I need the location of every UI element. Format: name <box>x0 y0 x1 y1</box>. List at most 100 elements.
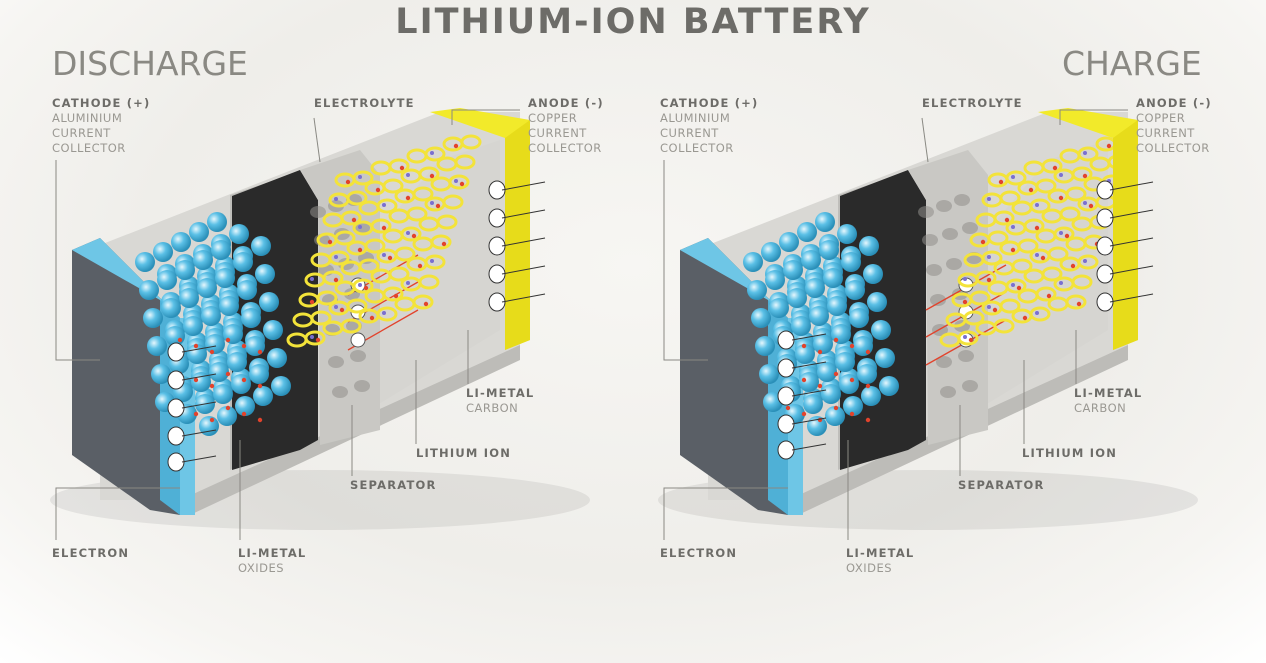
oxide-ion-dot <box>817 383 823 389</box>
lattice-dot <box>382 203 386 207</box>
label-separator-discharge: SEPARATOR <box>350 478 437 492</box>
metal-oxide-sphere <box>827 296 847 316</box>
lattice-ion-dot <box>1064 233 1070 239</box>
carbon-lattice-ring <box>376 198 398 214</box>
electrolyte-pore <box>328 356 344 368</box>
oxide-ion-dot <box>833 371 839 377</box>
label-electron-discharge: ELECTRON <box>52 546 130 560</box>
carbon-lattice-ring <box>316 290 338 306</box>
electron-lead <box>1109 181 1154 191</box>
cell-side-face <box>680 238 788 515</box>
oxide-ion-dot <box>865 383 871 389</box>
carbon-lattice-ring <box>975 270 997 286</box>
phase-title-discharge: DISCHARGE <box>52 44 248 83</box>
oxide-ion-dot <box>177 337 183 343</box>
oxide-ion-dot <box>193 343 199 349</box>
lattice-dot <box>382 253 386 257</box>
electrolyte-pore <box>946 258 962 270</box>
metal-oxide-sphere <box>875 348 895 368</box>
lattice-ion-dot <box>1016 285 1022 291</box>
carbon-lattice-ring <box>1029 306 1051 322</box>
leader-electrolyte <box>313 117 321 163</box>
lattice-dot <box>1035 203 1039 207</box>
lattice-ion-dot <box>387 255 393 261</box>
lattice-ion-dot <box>1082 173 1088 179</box>
carbon-lattice-ring <box>1059 206 1081 222</box>
lattice-ion-dot <box>399 165 405 171</box>
electrolyte-pore <box>962 222 978 234</box>
carbon-lattice-ring <box>424 254 446 270</box>
metal-oxide-sphere <box>835 352 855 372</box>
metal-oxide-sphere <box>791 316 811 336</box>
label-electron-charge: ELECTRON <box>660 546 738 560</box>
lattice-dot <box>430 151 434 155</box>
lattice-ion-dot <box>1040 255 1046 261</box>
electron-lead <box>791 389 827 397</box>
metal-oxide-sphere <box>259 292 279 312</box>
lattice-ion-dot <box>345 179 351 185</box>
electrolyte-pore <box>310 206 326 218</box>
electrolyte-pore <box>958 350 974 362</box>
metal-oxide-sphere <box>267 348 287 368</box>
carbon-lattice-ring <box>382 178 404 194</box>
anode-collector-side <box>1113 120 1138 350</box>
carbon-lattice-ring <box>412 294 434 310</box>
electron-marker <box>488 208 506 228</box>
metal-oxide-sphere <box>853 336 873 356</box>
metal-oxide-sphere <box>241 308 261 328</box>
electron-marker <box>167 342 185 362</box>
electrolyte-pore <box>354 380 370 392</box>
lattice-ion-dot <box>369 315 375 321</box>
electron-lead <box>501 293 546 303</box>
oxide-ion-dot <box>241 411 247 417</box>
carbon-lattice-ring <box>993 210 1015 226</box>
battery-cell-charge <box>658 108 1198 540</box>
lattice-ion-dot <box>1004 217 1010 223</box>
carbon-lattice-ring <box>1035 178 1057 194</box>
electron-lead <box>181 401 217 409</box>
lattice-ion-dot <box>1010 247 1016 253</box>
carbon-lattice-ring <box>1029 198 1051 214</box>
lattice-dot <box>358 225 362 229</box>
carbon-lattice-ring <box>352 170 374 186</box>
carbon-lattice-ring <box>1011 258 1033 274</box>
carbon-lattice-ring <box>412 186 434 202</box>
metal-oxide-sphere <box>211 240 231 260</box>
carbon-lattice-ring <box>1005 170 1027 186</box>
carbon-lattice-ring <box>448 174 470 190</box>
metal-oxide-sphere <box>217 406 237 426</box>
electrolyte-pore <box>940 386 956 398</box>
electron-lead <box>181 455 217 463</box>
lattice-ion-dot <box>998 179 1004 185</box>
carbon-lattice-ring <box>352 278 374 294</box>
metal-oxide-sphere <box>755 336 775 356</box>
label-lithium-ion-charge: LITHIUM ION <box>1022 446 1118 460</box>
metal-oxide-sphere <box>207 212 227 232</box>
metal-oxide-sphere <box>871 320 891 340</box>
carbon-lattice-ring <box>436 214 458 230</box>
metal-oxide-sphere <box>805 278 825 298</box>
electron-marker <box>488 180 506 200</box>
carbon-lattice-ring <box>394 246 416 262</box>
metal-oxide-sphere <box>813 334 833 354</box>
carbon-lattice-ring <box>400 226 422 242</box>
carbon-lattice-ring <box>981 250 1003 266</box>
leader-electrolyte <box>921 117 929 163</box>
lattice-ion-dot <box>986 277 992 283</box>
metal-oxide-sphere <box>783 260 803 280</box>
metal-oxide-sphere <box>263 320 283 340</box>
lattice-ion-dot <box>315 337 321 343</box>
electrolyte-pore <box>926 264 942 276</box>
lithium-ion-marker <box>350 332 366 348</box>
label-lithium-ion-discharge: LITHIUM ION <box>416 446 512 460</box>
carbon-lattice-ring <box>346 190 368 206</box>
lattice-ion-dot <box>381 225 387 231</box>
metal-oxide-sphere <box>227 352 247 372</box>
oxide-ion-dot <box>193 411 199 417</box>
metal-oxide-sphere <box>233 252 253 272</box>
metal-oxide-sphere <box>215 268 235 288</box>
lattice-dot <box>1011 283 1015 287</box>
lattice-ion-dot <box>459 181 465 187</box>
metal-oxide-sphere <box>193 250 213 270</box>
lattice-dot <box>987 197 991 201</box>
